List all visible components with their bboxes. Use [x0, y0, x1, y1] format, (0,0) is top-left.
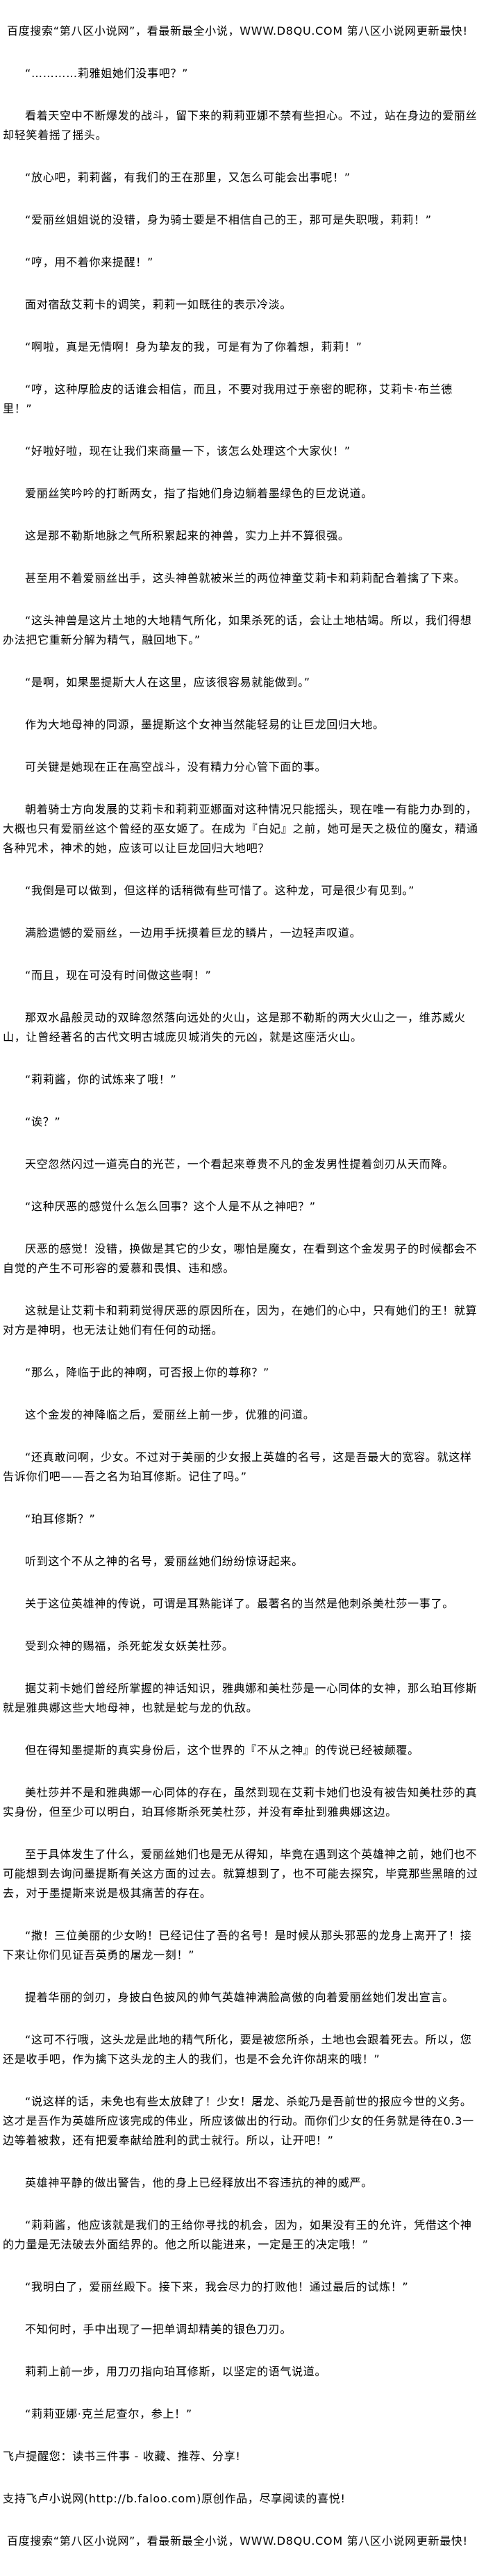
chapter-paragraph: “这可不行哦，这头龙是此地的精气所化，要是被您所杀，土地也会跟着死去。所以，您还…	[3, 2033, 472, 2066]
chapter-paragraph: 这个金发的神降临之后，爱丽丝上前一步，优雅的问道。	[25, 1408, 315, 1421]
chapter-paragraph: “莉莉酱，他应该就是我们的王给你寻找的机会，因为，如果没有王的允许，凭借这个神的…	[3, 2218, 472, 2251]
chapter-paragraph: “说这样的话，未免也有些太放肆了！少女！屠龙、杀蛇乃是吾前世的报应今世的义务。这…	[3, 2095, 474, 2147]
chapter-paragraph: 看着天空中不断爆发的战斗，留下来的莉莉亚娜不禁有些担心。不过，站在身边的爱丽丝却…	[3, 109, 478, 142]
site-banner-bottom: 百度搜索“第八区小说网”，看最新最全小说，WWW.D8QU.COM 第八区小说网…	[7, 2534, 468, 2548]
chapter-paragraph: 英雄神平静的做出警告，他的身上已经释放出不容违抗的神的威严。	[25, 2176, 374, 2189]
chapter-paragraph: “…………莉雅姐她们没事吧？”	[25, 67, 189, 80]
chapter-paragraph: “爱丽丝姐姐说的没错，身为骑士要是不相信自己的王，那可是失职哦，莉莉！”	[25, 213, 432, 226]
footer-reminder: 飞卢提醒您：读书三件事 - 收藏、推荐、分享!	[3, 2450, 241, 2463]
chapter-paragraph: 作为大地母神的同源，墨提斯这个女神当然能轻易的让巨龙回归大地。	[25, 718, 385, 731]
chapter-paragraph: 美杜莎并不是和雅典娜一心同体的存在，虽然到现在艾莉卡她们也没有被告知美杜莎的真实…	[3, 1786, 478, 1818]
chapter-paragraph: “而且，现在可没有时间做这些啊！”	[25, 969, 212, 982]
chapter-paragraph: “放心吧，莉莉酱，有我们的王在那里，又怎么可能会出事呢！”	[25, 171, 351, 184]
chapter-paragraph: 爱丽丝笑吟吟的打断两女，指了指她们身边躺着墨绿色的巨龙说道。	[25, 487, 374, 500]
chapter-paragraph: “哼，这种厚脸皮的话谁会相信，而且，不要对我用过于亲密的昵称，艾莉卡·布兰德里！…	[3, 383, 453, 415]
chapter-paragraph: “这头神兽是这片土地的大地精气所化，如果杀死的话，会让土地枯竭。所以，我们得想办…	[3, 614, 472, 646]
chapter-paragraph: 可关键是她现在正在高空战斗，没有精力分心管下面的事。	[25, 760, 327, 773]
chapter-paragraph: “还真敢问啊，少女。不过对于美丽的少女报上英雄的名号，这是吾最大的宽容。就这样告…	[3, 1450, 472, 1483]
chapter-paragraph: “珀耳修斯？”	[25, 1512, 96, 1525]
chapter-paragraph: 据艾莉卡她们曾经所掌握的神话知识，雅典娜和美杜莎是一心同体的女神，那么珀耳修斯就…	[3, 1682, 478, 1714]
chapter-paragraph: 满脸遗憾的爱丽丝，一边用手抚摸着巨龙的鳞片，一边轻声叹道。	[25, 926, 362, 939]
chapter-paragraph: “我倒是可以做到，但这样的话稍微有些可惜了。这种龙，可是很少有见到。”	[25, 884, 415, 897]
chapter-paragraph: 受到众神的赐福，杀死蛇发女妖美杜莎。	[25, 1639, 234, 1653]
chapter-paragraph: 但在得知墨提斯的真实身份后，这个世界的『不从之神』的传说已经被颠覆。	[25, 1743, 419, 1757]
chapter-paragraph: “莉莉酱，你的试炼来了哦！”	[25, 1073, 177, 1086]
chapter-paragraph: 不知何时，手中出现了一把单调却精美的银色刀刃。	[25, 2323, 292, 2336]
chapter-paragraph: 关于这位英雄神的传说，可谓是耳熟能详了。最著名的当然是他刺杀美杜莎一事了。	[25, 1597, 454, 1610]
chapter-paragraph: 这是那不勒斯地脉之气所积累起来的神兽，实力上并不算很强。	[25, 529, 350, 542]
chapter-paragraph: “哼，用不着你来提醒！”	[25, 256, 153, 269]
chapter-paragraph: “这种厌恶的感觉什么怎么回事？这个人是不从之神吧？”	[25, 1200, 316, 1213]
chapter-paragraph: 天空忽然闪过一道亮白的光芒，一个看起来尊贵不凡的金发男性提着剑刃从天而降。	[25, 1157, 454, 1171]
chapter-paragraph: “那么，降临于此的神啊，可否报上你的尊称？”	[25, 1366, 269, 1379]
chapter-paragraph: 面对宿敌艾莉卡的调笑，莉莉一如既往的表示冷淡。	[25, 298, 292, 311]
chapter-paragraph: “好啦好啦，现在让我们来商量一下，该怎么处理这个大家伙！”	[25, 444, 351, 458]
chapter-paragraph: 甚至用不着爱丽丝出手，这头神兽就被米兰的两位神童艾莉卡和莉莉配合着擒了下来。	[25, 571, 466, 585]
chapter-paragraph: 至于具体发生了什么，爱丽丝她们也是无从得知，毕竟在遇到这个英雄神之前，她们也不可…	[3, 1848, 478, 1900]
site-banner-top: 百度搜索“第八区小说网”，看最新最全小说，WWW.D8QU.COM 第八区小说网…	[7, 24, 468, 37]
chapter-paragraph: 厌恶的感觉！没错，换做是其它的少女，哪怕是魔女，在看到这个金发男子的时候都会不自…	[3, 1242, 478, 1275]
chapter-paragraph: 提着华丽的剑刃，身披白色披风的帅气英雄神满脸高傲的向着爱丽丝她们发出宣言。	[25, 1991, 454, 2004]
chapter-paragraph: 莉莉上前一步，用刀刃指向珀耳修斯，以坚定的语气说道。	[25, 2365, 327, 2378]
chapter-paragraph: 那双水晶般灵动的双眸忽然落向远处的火山，这是那不勒斯的两大火山之一，维苏威火山，…	[3, 1011, 466, 1044]
chapter-paragraph: “是啊，如果墨提斯大人在这里，应该很容易就能做到。”	[25, 676, 310, 689]
chapter-paragraph: “诶？”	[25, 1115, 61, 1128]
footer-support: 支持飞卢小说网(http://b.faloo.com)原创作品，尽享阅读的喜悦!	[3, 2492, 346, 2505]
chapter-body: “…………莉雅姐她们没事吧？” 看着天空中不断爆发的战斗，留下来的莉莉亚娜不禁有些…	[3, 64, 482, 2424]
chapter-paragraph: 听到这个不从之神的名号，爱丽丝她们纷纷惊讶起来。	[25, 1555, 303, 1568]
chapter-paragraph: “莉莉亚娜·克兰尼查尔，参上！”	[25, 2407, 192, 2420]
chapter-paragraph: 这就是让艾莉卡和莉莉觉得厌恶的原因所在，因为，在她们的心中，只有她们的王！就算对…	[3, 1304, 478, 1337]
chapter-paragraph: 朝着骑士方向发展的艾莉卡和莉莉亚娜面对这种情况只能摇头，现在唯一有能力办到的，大…	[3, 803, 478, 855]
chapter-paragraph: “我明白了，爱丽丝殿下。接下来，我会尽力的打败他！通过最后的试炼！”	[25, 2280, 409, 2293]
chapter-paragraph: “啊啦，真是无情啊！身为挚友的我，可是有为了你着想，莉莉！”	[25, 340, 362, 353]
chapter-paragraph: “撒！三位美丽的少女哟！已经记住了吾的名号！是时候从那头邪恶的龙身上离开了！接下…	[3, 1929, 472, 1962]
